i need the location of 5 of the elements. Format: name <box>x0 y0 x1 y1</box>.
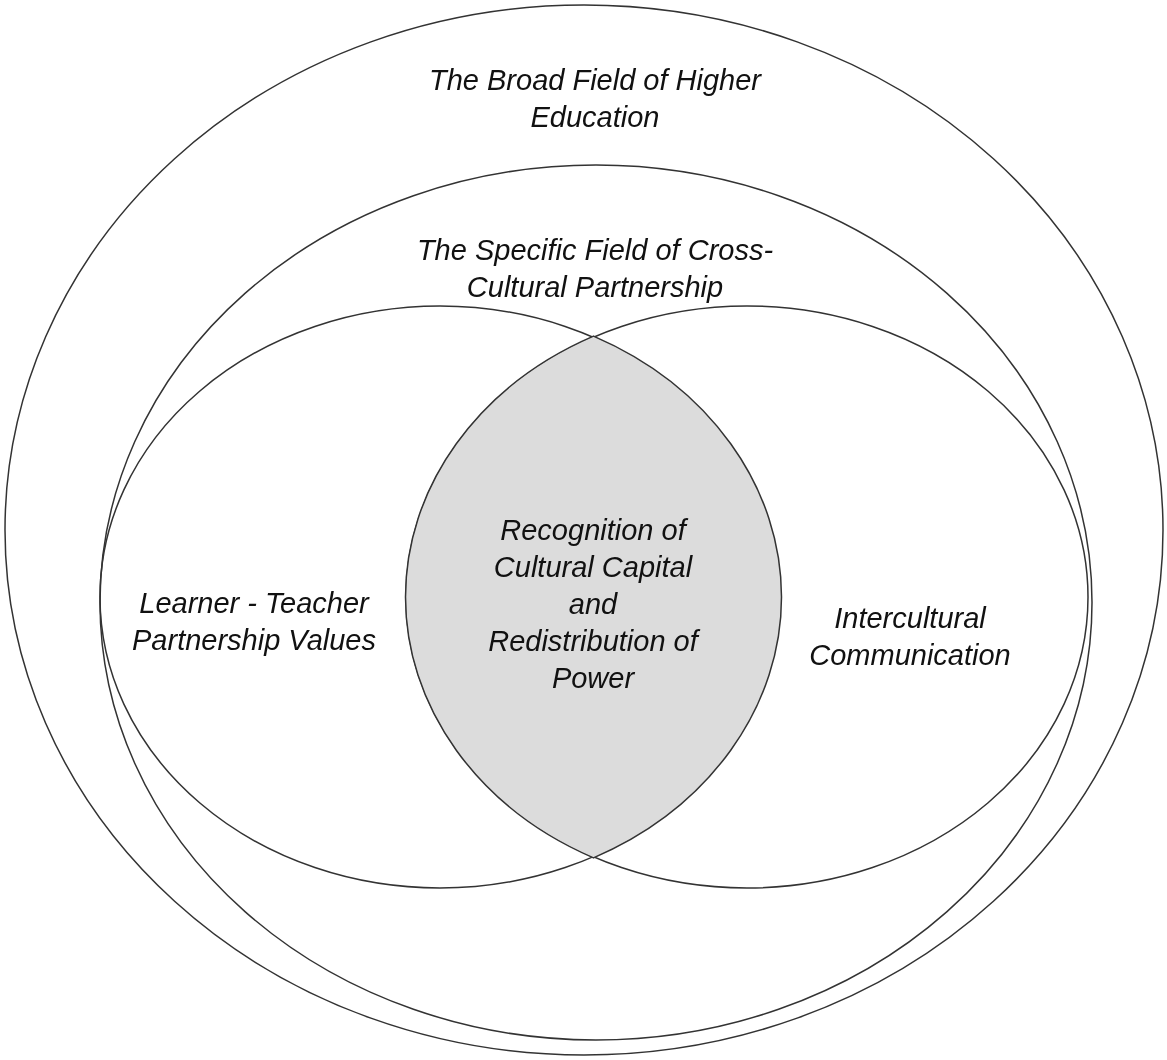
region-label: The Specific Field of Cross-Cultural Partnership <box>415 233 775 305</box>
region-label: Recognition of Cultural Capital and Redistribution of Power <box>480 512 706 697</box>
region-label: Intercultural Communication <box>808 601 1012 673</box>
region-label: The Broad Field of Higher Education <box>427 63 763 135</box>
region-label: Learner - Teacher Partnership Values <box>131 586 377 658</box>
